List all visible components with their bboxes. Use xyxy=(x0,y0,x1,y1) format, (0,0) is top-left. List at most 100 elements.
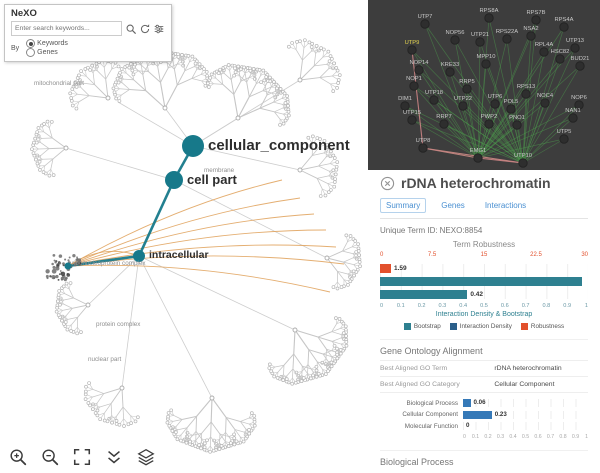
network-node-PNO1[interactable] xyxy=(512,120,522,130)
network-node-POL5[interactable] xyxy=(506,104,516,114)
go-category-label: Molecular Function xyxy=(404,422,458,430)
collapse-button[interactable] xyxy=(104,447,124,467)
network-node-label: EMG1 xyxy=(470,148,486,154)
network-node-RPS4A[interactable] xyxy=(559,22,569,32)
network-node-RRP5[interactable] xyxy=(462,84,472,94)
network-node-label: RPS4A xyxy=(554,17,573,23)
network-node-label: NOP56 xyxy=(445,30,464,36)
network-node-UTP9[interactable] xyxy=(407,45,417,55)
ontology-tree xyxy=(30,38,362,454)
network-node-UTP13[interactable] xyxy=(570,43,580,53)
term-label-intracellular: intracellular xyxy=(149,249,209,262)
network-node-UTP21[interactable] xyxy=(475,37,485,47)
network-node-UTP15[interactable] xyxy=(407,115,417,125)
search-mode-genes[interactable]: Genes xyxy=(26,48,68,57)
network-node-label: RRP5 xyxy=(459,79,474,85)
network-node-RRP7[interactable] xyxy=(439,119,449,129)
tab-summary[interactable]: Summary xyxy=(380,198,427,213)
legend-item-interaction-density: Interaction Density xyxy=(449,323,512,330)
reset-icon[interactable] xyxy=(139,23,151,35)
branch-label-mitochondrial-part: mitochondrial part xyxy=(34,80,85,87)
term-node-intracellular[interactable] xyxy=(133,250,145,262)
search-mode-keywords[interactable]: Keywords xyxy=(26,39,68,48)
network-node-label: POL5 xyxy=(504,99,519,105)
network-node-label: UTP6 xyxy=(488,94,503,100)
network-node-label: DIM1 xyxy=(398,96,412,102)
network-node-RPS13[interactable] xyxy=(521,89,531,99)
network-node-NOC4[interactable] xyxy=(540,98,550,108)
legend-item-robustness: Robustness xyxy=(520,323,564,330)
network-node-label: UTP8 xyxy=(416,138,431,144)
axis-tick: 0.7 xyxy=(521,303,530,309)
fit-screen-button[interactable] xyxy=(72,447,92,467)
search-icon[interactable] xyxy=(125,23,137,35)
network-node-label: NOP6 xyxy=(571,95,587,101)
network-node-label: UTP13 xyxy=(566,38,584,44)
network-node-BUD21[interactable] xyxy=(575,61,585,71)
axis-tick: 0.3 xyxy=(438,303,447,309)
network-node-RPS22A[interactable] xyxy=(502,34,512,44)
axis-tick: 0.9 xyxy=(571,433,580,440)
tab-genes[interactable]: Genes xyxy=(441,201,465,210)
zoom-in-button[interactable] xyxy=(8,447,28,467)
chart-bar-row xyxy=(380,277,588,286)
tab-interactions[interactable]: Interactions xyxy=(484,201,527,210)
network-node-RPL4A[interactable] xyxy=(539,47,549,57)
fit-screen-icon xyxy=(73,448,91,466)
double-chevron-icon xyxy=(108,450,120,464)
network-node-label: HSC82 xyxy=(551,49,570,55)
close-circle-icon[interactable] xyxy=(380,176,395,191)
network-node-UTP10[interactable] xyxy=(518,158,528,168)
go-category-label: Biological Process xyxy=(406,399,458,407)
network-node-NOP14[interactable] xyxy=(414,65,424,75)
axis-tick: 0.9 xyxy=(563,303,572,309)
network-node-MPP10[interactable] xyxy=(481,59,491,69)
network-node-RPS8A[interactable] xyxy=(484,13,494,23)
network-node-NOP6[interactable] xyxy=(574,100,584,110)
term-node-cell-part[interactable] xyxy=(165,171,183,189)
network-node-UTP18[interactable] xyxy=(429,95,439,105)
network-node-UTP7[interactable] xyxy=(420,19,430,29)
network-node-NOP56[interactable] xyxy=(450,35,460,45)
network-node-label: RPL4A xyxy=(535,42,554,48)
network-node-UTP6[interactable] xyxy=(490,99,500,109)
network-node-PWP2[interactable] xyxy=(484,119,494,129)
search-input[interactable] xyxy=(11,21,122,36)
go-bar-track: 0.06 xyxy=(463,399,588,407)
alignment-label: Best Aligned GO Category xyxy=(380,381,460,388)
robustness-axis-label: Interaction Density & Bootstrap xyxy=(435,311,533,318)
network-node-KRE33[interactable] xyxy=(445,67,455,77)
detail-header: rDNA heterochromatin xyxy=(380,175,588,191)
layers-button[interactable] xyxy=(136,447,156,467)
network-node-NAN1[interactable] xyxy=(568,113,578,123)
term-node-cellular_component[interactable] xyxy=(182,135,204,157)
axis-tick: 0.3 xyxy=(496,433,505,440)
branch-label-protein-complex: protein complex xyxy=(96,321,141,328)
go-bar xyxy=(463,399,471,407)
axis-tick: 0.7 xyxy=(546,433,555,440)
network-node-HSC82[interactable] xyxy=(555,54,565,64)
network-node-UTP22[interactable] xyxy=(458,101,468,111)
network-node-UTP8[interactable] xyxy=(418,143,428,153)
network-node-NSA2[interactable] xyxy=(526,31,536,41)
network-node-label: RPS22A xyxy=(496,29,518,35)
detail-tabs: Summary Genes Interactions xyxy=(380,198,588,219)
axis-tick: 7.5 xyxy=(427,252,437,258)
term-id-value: NEXO:8854 xyxy=(439,226,483,235)
network-node-DIM1[interactable] xyxy=(400,101,410,111)
network-node-NOP1[interactable] xyxy=(409,81,419,91)
network-node-RPS7B[interactable] xyxy=(531,15,541,25)
term-title: rDNA heterochromatin xyxy=(401,175,551,191)
network-node-UTP5[interactable] xyxy=(559,134,569,144)
zoom-out-button[interactable] xyxy=(40,447,60,467)
network-node-label: UTP21 xyxy=(471,32,489,38)
filter-icon[interactable] xyxy=(153,23,165,35)
network-node-EMG1[interactable] xyxy=(473,153,483,163)
legend-label: Interaction Density xyxy=(459,323,512,330)
